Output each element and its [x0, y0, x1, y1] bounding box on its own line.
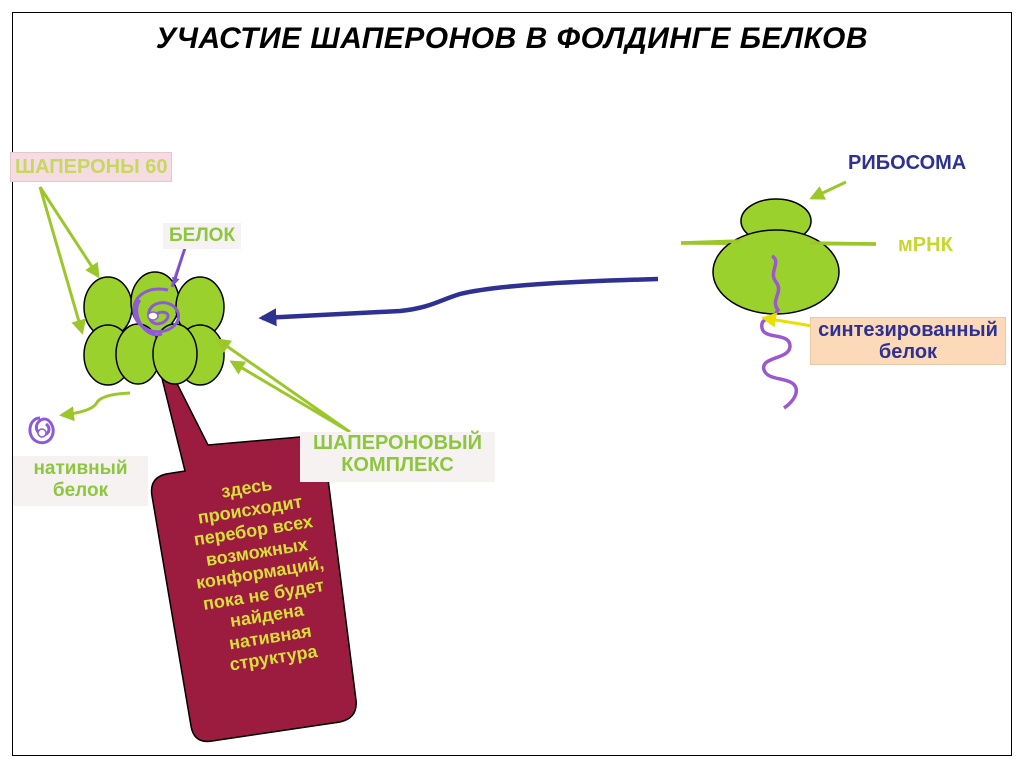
arrow-complex-2	[229, 360, 351, 434]
arrow-synthesized	[761, 312, 813, 328]
label-native-protein: нативный белок	[13, 456, 148, 506]
arrow-complex-1	[215, 338, 351, 434]
label-mrna: мРНК	[898, 234, 953, 256]
nascent-protein-chain	[760, 254, 799, 410]
slide-title: УЧАСТИЕ ШАПЕРОНОВ В ФОЛДИНГЕ БЕЛКОВ	[155, 22, 869, 55]
label-ribosome: РИБОСОМА	[848, 152, 967, 174]
label-chaperone-complex: ШАПЕРОНОВЫЙ КОМПЛЕКС	[300, 432, 495, 482]
label-chaperones-60: ШАПЕРОНЫ 60	[10, 152, 173, 182]
chaperone-complex-shape	[83, 271, 225, 386]
arrow-chaperones-2	[38, 186, 86, 335]
arrow-ribosome	[809, 180, 847, 200]
callout-text: здесь происходит перебор всех возможных …	[192, 473, 326, 675]
native-protein-glyph	[28, 416, 55, 445]
ribosome-shape	[680, 198, 877, 315]
label-synthesized-protein: синтезированный белок	[810, 317, 1006, 365]
transfer-arrow	[258, 276, 659, 327]
label-protein: БЕЛОК	[163, 223, 242, 249]
arrow-to-native	[59, 391, 131, 422]
arrow-chaperones-1	[38, 186, 100, 279]
